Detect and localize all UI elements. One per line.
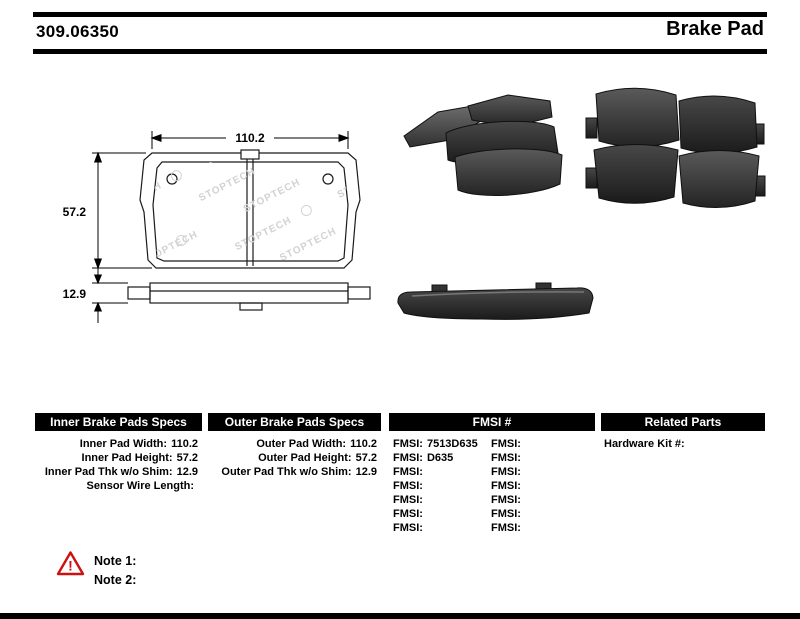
product-photos [397, 87, 766, 320]
fmsi-row: FMSI: [491, 508, 521, 520]
svg-text:STOPTECH: STOPTECH [300, 114, 360, 152]
pad-photo [595, 87, 680, 148]
spec-row: Outer Pad Width:110.2 [256, 438, 377, 450]
pad-ear [585, 117, 598, 139]
note-2: Note 2: [94, 573, 137, 587]
note-1: Note 1: [94, 554, 137, 568]
spec-row: Inner Pad Thk w/o Shim:12.9 [44, 466, 198, 478]
fmsi-row: FMSI: [393, 522, 423, 534]
fmsi-row: FMSI: [393, 508, 423, 520]
fmsi-row: FMSI: [393, 466, 423, 478]
product-title: Brake Pad [666, 18, 764, 40]
width-dimension: 110.2 [150, 131, 350, 149]
height-dimension: 57.2 [63, 151, 152, 270]
fmsi-row: FMSI: [393, 494, 423, 506]
fmsi-row: FMSI: [491, 480, 521, 492]
warning-icon: ! [56, 551, 85, 576]
table-header-fmsi: FMSI # [389, 413, 595, 431]
thickness-dimension: 12.9 [63, 263, 128, 323]
width-dim-label: 110.2 [235, 131, 265, 145]
front-view-drawing [139, 149, 361, 269]
fmsi-row: FMSI: [491, 452, 521, 464]
fmsi-row: FMSI: [491, 438, 521, 450]
spec-row: Outer Pad Thk w/o Shim:12.9 [221, 466, 377, 478]
fmsi-row: FMSI: [393, 480, 423, 492]
related-row: Hardware Kit #: [604, 438, 685, 450]
stoptech-watermark: STOPTECH STOPTECH STOPTECH STOPTECH STOP… [153, 114, 396, 316]
spec-row: Inner Pad Width:110.2 [79, 438, 198, 450]
svg-text:STOPTECH: STOPTECH [242, 177, 302, 215]
height-dim-label: 57.2 [63, 205, 87, 219]
fmsi-row: FMSI: [491, 494, 521, 506]
fmsi-list-2: FMSI: FMSI: FMSI: FMSI: FMSI: FMSI: FMSI… [491, 437, 587, 535]
fmsi-row: FMSI:7513D635 [393, 438, 478, 450]
svg-text:STOPTECH: STOPTECH [233, 215, 293, 253]
table-header-outer: Outer Brake Pads Specs [208, 413, 381, 431]
pad-photo [593, 144, 679, 204]
pad-photo [467, 94, 553, 128]
related-parts-list: Hardware Kit #: [604, 437, 764, 451]
table-header-inner: Inner Brake Pads Specs [35, 413, 202, 431]
pad-photo [678, 150, 760, 209]
inner-specs-list: Inner Pad Width:110.2 Inner Pad Height:5… [35, 437, 198, 493]
header-rule-top [33, 12, 767, 17]
pad-ear [585, 167, 598, 189]
svg-text:STOPTECH: STOPTECH [197, 166, 257, 204]
header-rule-bottom [33, 49, 767, 54]
spec-row: Inner Pad Height:57.2 [81, 452, 198, 464]
side-view-drawing [127, 282, 371, 311]
thickness-dim-label: 12.9 [63, 287, 87, 301]
technical-diagram: STOPTECH STOPTECH STOPTECH STOPTECH STOP… [63, 87, 766, 323]
pad-photo [678, 95, 758, 154]
pad-photo [397, 287, 594, 320]
outer-specs-list: Outer Pad Width:110.2 Outer Pad Height:5… [208, 437, 377, 479]
fmsi-list-1: FMSI:7513D635 FMSI:D635 FMSI: FMSI: FMSI… [393, 437, 489, 535]
svg-text:STOPTECH: STOPTECH [176, 278, 236, 316]
table-header-related: Related Parts [601, 413, 765, 431]
footer-rule [0, 613, 800, 619]
fmsi-row: FMSI: [491, 522, 521, 534]
spec-row: Outer Pad Height:57.2 [258, 452, 377, 464]
part-number: 309.06350 [36, 22, 120, 41]
svg-text:STOPTECH: STOPTECH [278, 226, 338, 264]
fmsi-row: FMSI: [491, 466, 521, 478]
svg-text:STOPTECH: STOPTECH [336, 163, 396, 201]
spec-row: Sensor Wire Length: [86, 480, 194, 492]
pad-photo [454, 148, 563, 196]
fmsi-row: FMSI:D635 [393, 452, 454, 464]
warning-glyph: ! [68, 558, 73, 574]
